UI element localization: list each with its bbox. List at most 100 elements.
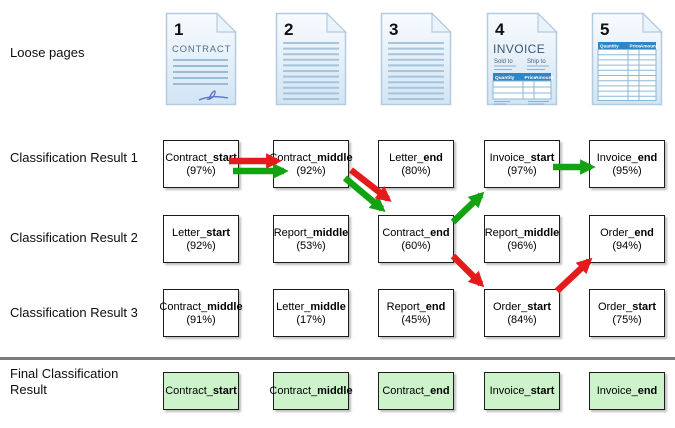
page-number: 4 — [495, 20, 505, 39]
table-page-icon: 5 Quantity Price Amount — [591, 12, 663, 106]
confidence: (80%) — [401, 164, 431, 177]
class-prefix: Invoice_ — [596, 151, 638, 164]
final-classification-box: Contract_end — [378, 372, 454, 410]
classification-result-3-label: Classification Result 3 — [10, 305, 138, 320]
class-prefix: Contract_ — [269, 385, 318, 397]
classification-box: Letter_end (80%) — [378, 140, 454, 188]
class-label: Contract_end — [382, 227, 449, 239]
class-prefix: Report_ — [484, 226, 524, 239]
class-suffix: start — [206, 226, 231, 239]
class-suffix: middle — [312, 226, 349, 239]
class-suffix: middle — [317, 151, 353, 164]
final-classification-box: Contract_middle — [269, 372, 353, 410]
class-prefix: Letter_ — [276, 300, 311, 313]
class-suffix: start — [632, 300, 657, 313]
classification-box: Order_start (75%) — [589, 289, 665, 337]
class-label: Contract_start — [165, 385, 237, 397]
class-prefix: Order_ — [492, 300, 528, 313]
class-prefix: Contract_ — [159, 300, 208, 313]
invoice-table-header — [493, 73, 551, 81]
class-label: Contract_middle — [269, 152, 352, 164]
confidence: (95%) — [612, 164, 642, 177]
col-price: Price — [525, 75, 537, 81]
final-classification-box: Invoice_start — [484, 372, 560, 410]
classification-box: Letter_start (92%) — [163, 215, 239, 263]
classification-box: Contract_middle (91%) — [159, 289, 243, 337]
class-suffix: end — [634, 226, 654, 239]
col-price: Price — [630, 44, 642, 49]
page-number: 2 — [284, 20, 293, 39]
classification-box: Report_middle (53%) — [273, 215, 349, 263]
classification-box: Order_start (84%) — [484, 289, 560, 337]
page-icon-table: 5 Quantity Price Amount — [591, 12, 663, 106]
class-suffix: start — [530, 385, 555, 397]
page-icon-contract: 1 CONTRACT — [165, 12, 237, 106]
class-prefix: Report_ — [273, 226, 313, 239]
class-suffix: end — [637, 385, 658, 397]
class-label: Order_end — [600, 227, 654, 239]
class-label: Report_middle — [485, 227, 560, 239]
class-suffix: start — [527, 300, 552, 313]
flow-arrow-green — [342, 175, 386, 213]
confidence: (84%) — [507, 313, 537, 326]
page-number: 1 — [174, 20, 183, 39]
class-suffix: start — [530, 151, 555, 164]
col-amount: Amount — [535, 75, 554, 81]
classification-box: Report_middle (96%) — [484, 215, 560, 263]
classification-result-1-label: Classification Result 1 — [10, 150, 138, 165]
page-number: 5 — [600, 20, 609, 39]
confidence: (53%) — [296, 239, 326, 252]
classification-box: Contract_end (60%) — [378, 215, 454, 263]
class-label: Order_start — [493, 301, 551, 313]
class-label: Contract_middle — [269, 385, 352, 397]
invoice-page-icon: 4 INVOICE Sold to Ship to Quantity Price… — [486, 12, 558, 106]
classification-box: Invoice_start (97%) — [484, 140, 560, 188]
confidence: (94%) — [612, 239, 642, 252]
table-header — [598, 42, 656, 50]
col-quantity: Quantity — [495, 75, 515, 81]
class-suffix: end — [637, 151, 658, 164]
class-suffix: end — [430, 385, 450, 397]
classification-box: Contract_start (97%) — [163, 140, 239, 188]
class-label: Order_start — [598, 301, 656, 313]
page-icon-invoice: 4 INVOICE Sold to Ship to Quantity Price… — [486, 12, 558, 106]
class-prefix: Contract_ — [165, 385, 213, 397]
page-icon-text-2: 2 — [275, 12, 347, 106]
final-label-line2: Result — [10, 382, 47, 397]
flow-arrow-red — [450, 253, 485, 288]
class-prefix: Contract_ — [382, 385, 431, 397]
confidence: (92%) — [186, 239, 216, 252]
sold-to-label: Sold to — [494, 59, 513, 65]
class-label: Contract_middle — [159, 301, 242, 313]
confidence: (45%) — [401, 313, 431, 326]
loose-pages-label: Loose pages — [10, 45, 85, 60]
class-prefix: Contract_ — [269, 151, 318, 164]
final-label-line1: Final Classification — [10, 366, 119, 381]
confidence: (96%) — [507, 239, 537, 252]
class-prefix: Letter_ — [171, 226, 207, 239]
classification-box: Invoice_end (95%) — [589, 140, 665, 188]
class-label: Report_end — [387, 301, 446, 313]
confidence: (75%) — [612, 313, 642, 326]
class-label: Invoice_start — [490, 385, 555, 397]
contract-title: CONTRACT — [172, 44, 231, 55]
class-prefix: Invoice_ — [489, 151, 531, 164]
class-suffix: middle — [523, 226, 560, 239]
classification-box: Report_end (45%) — [378, 289, 454, 337]
class-suffix: end — [430, 226, 450, 239]
class-suffix: start — [212, 385, 237, 397]
class-prefix: Report_ — [386, 300, 426, 313]
page-number: 3 — [389, 20, 398, 39]
class-suffix: end — [423, 151, 443, 164]
confidence: (97%) — [186, 164, 216, 177]
confidence: (17%) — [296, 313, 326, 326]
class-prefix: Order_ — [600, 226, 635, 239]
page-icon-text-3: 3 — [380, 12, 452, 106]
class-label: Report_middle — [274, 227, 349, 239]
final-classification-box: Contract_start — [163, 372, 239, 410]
class-prefix: Contract_ — [382, 226, 431, 239]
class-suffix: middle — [317, 385, 353, 397]
confidence: (97%) — [507, 164, 537, 177]
class-label: Contract_end — [382, 385, 449, 397]
ship-to-label: Ship to — [527, 59, 546, 65]
